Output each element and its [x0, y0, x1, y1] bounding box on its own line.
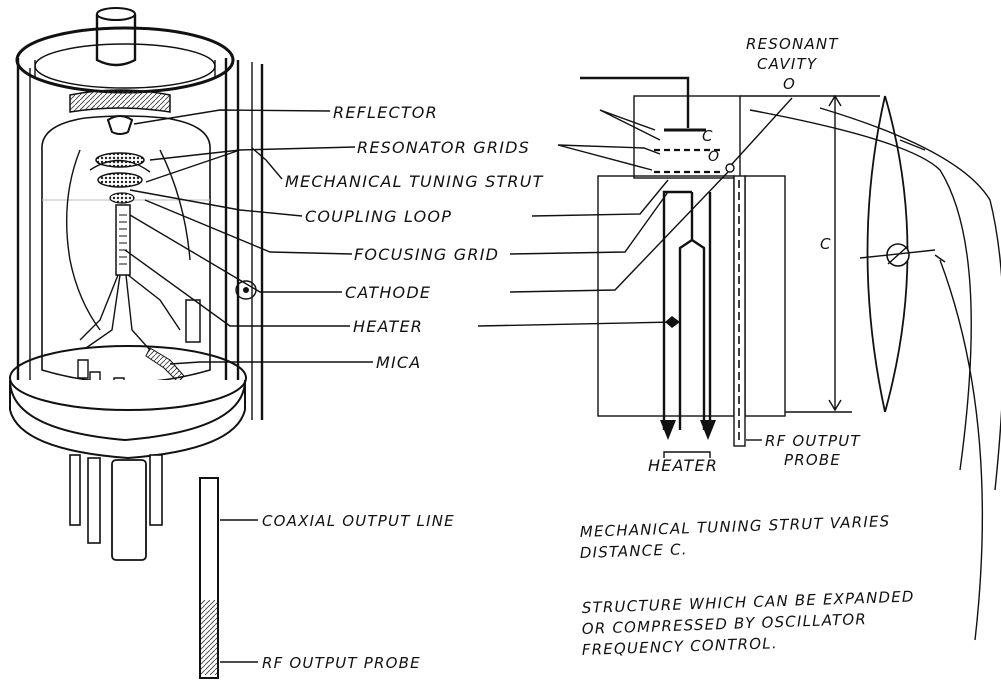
external-pins	[69, 454, 163, 561]
distance-c-label: C	[820, 235, 832, 253]
tube-leaders	[124, 109, 373, 663]
resonator-grids-label: RESONATOR GRIDS	[357, 138, 530, 157]
coaxial-output-line-label: COAXIAL OUTPUT LINE	[262, 512, 455, 530]
mica-label: MICA	[376, 353, 421, 372]
strut-note-line2: DISTANCE C.	[580, 540, 688, 562]
resonant-cavity-marker: O	[783, 75, 796, 93]
top-ring	[15, 26, 235, 94]
resonant-cavity-label-line2: CAVITY	[757, 55, 818, 73]
cavity-schematic	[477, 76, 1001, 641]
support-rods	[16, 58, 264, 420]
mechanical-tuning-strut-label: MECHANICAL TUNING STRUT	[285, 172, 544, 191]
structure-note-line3: FREQUENCY CONTROL.	[582, 634, 779, 659]
top-post	[95, 7, 137, 67]
rf-output-probe-label-line1: RF OUTPUT	[765, 432, 861, 450]
tube-illustration	[9, 7, 264, 679]
rf-output-probe-label: RF OUTPUT PROBE	[262, 654, 421, 672]
reflector-label: REFLECTOR	[333, 103, 438, 122]
coupling-loop-marker: O	[708, 149, 720, 165]
schematic-heater-label: HEATER	[648, 456, 718, 475]
cavity-c-label: C	[702, 127, 714, 145]
focusing-grid-label: FOCUSING GRID	[354, 245, 499, 264]
tube-base	[9, 345, 247, 460]
notes: MECHANICAL TUNING STRUT VARIES DISTANCE …	[580, 512, 915, 659]
diaphragm	[69, 89, 171, 113]
strut-note-line1: MECHANICAL TUNING STRUT VARIES	[580, 512, 891, 541]
cathode-label: CATHODE	[345, 283, 431, 302]
electrode-assembly	[65, 115, 201, 383]
tube-label-group: REFLECTOR RESONATOR GRIDS MECHANICAL TUN…	[262, 103, 544, 672]
schematic-label-group: RESONANT CAVITY O C O C HEATER RF OUTPUT…	[648, 35, 861, 475]
resonant-cavity-label-line1: RESONANT	[746, 35, 839, 53]
coupling-loop-label: COUPLING LOOP	[305, 207, 452, 226]
coaxial-output-line	[199, 477, 219, 679]
rf-output-probe-label-line2: PROBE	[784, 451, 841, 469]
heater-label: HEATER	[353, 317, 423, 336]
